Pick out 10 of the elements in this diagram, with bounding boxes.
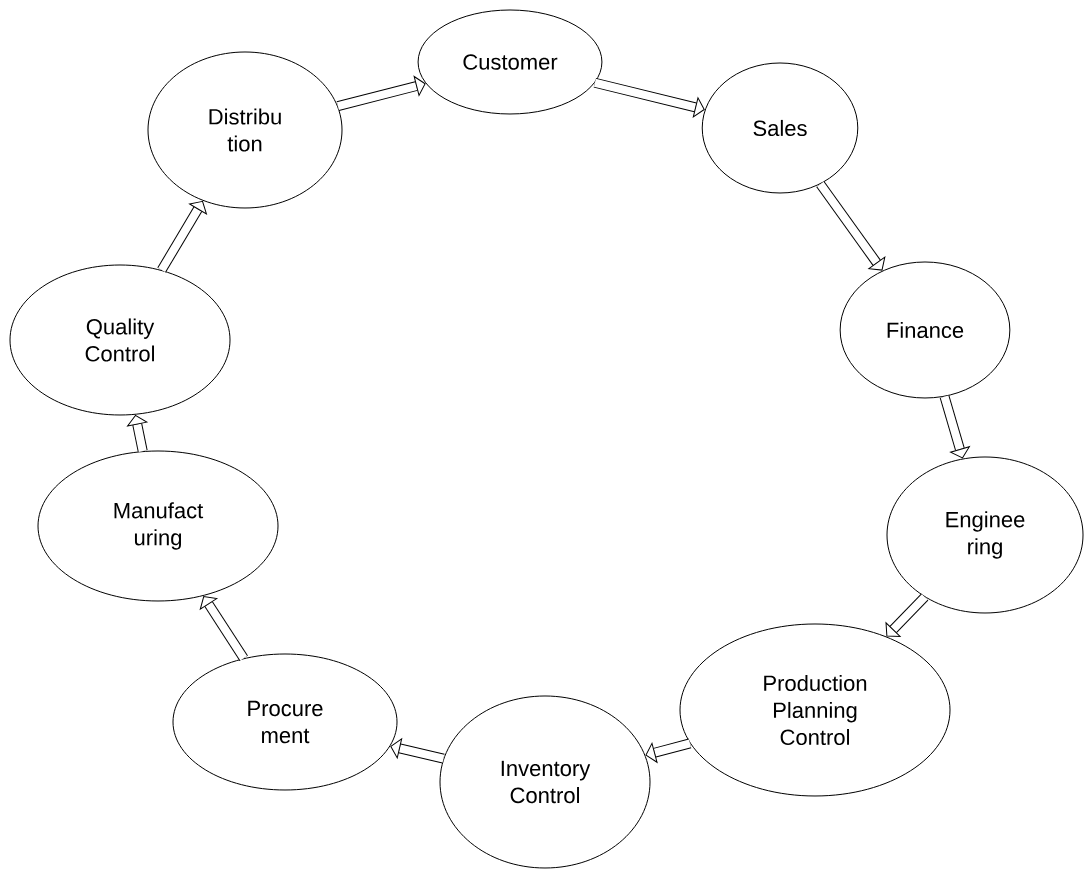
block-arrow [390, 738, 445, 764]
block-arrow [816, 181, 886, 271]
block-arrow [885, 593, 929, 637]
block-arrow [336, 76, 426, 111]
block-arrow [939, 395, 970, 459]
block-arrow [157, 200, 207, 273]
block-arrow [199, 596, 248, 661]
block-arrow [593, 77, 705, 118]
block-arrow [645, 738, 692, 763]
block-arrow [127, 414, 148, 453]
